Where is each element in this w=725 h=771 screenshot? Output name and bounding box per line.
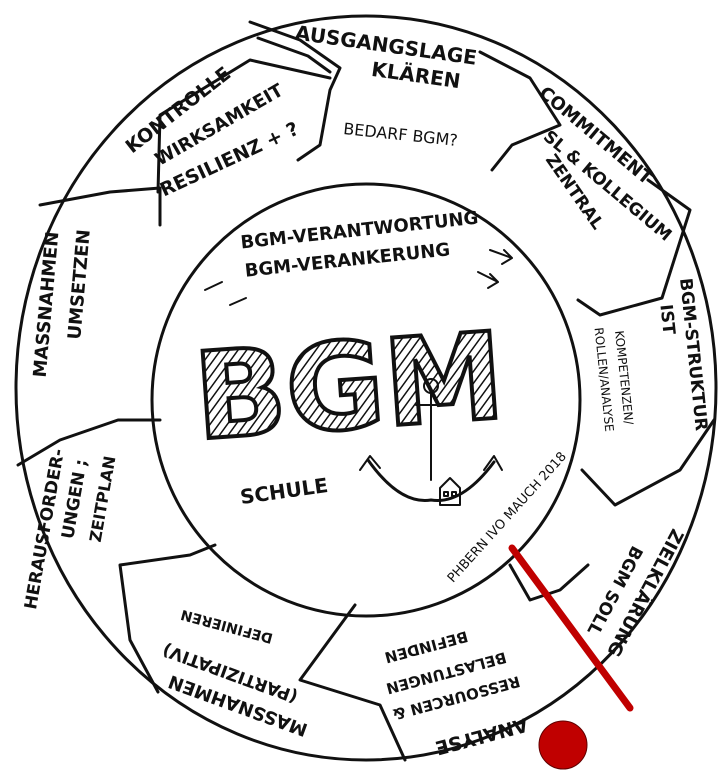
segment-struktur-line2: IST <box>655 303 678 335</box>
diagram-rings <box>14 14 718 762</box>
segment-ausgangslage-note: BEDARF BGM? <box>342 119 458 150</box>
bgm-subtitle: SCHULE <box>239 473 330 509</box>
segment-commitment: COMMITMENT SL & KOLLEGIUM ZENTRAL <box>535 82 675 245</box>
author-credit: PHBERN IVO MAUCH 2018 <box>445 449 570 586</box>
red-marker-line <box>508 544 634 712</box>
verantwortung-dash-icon <box>204 281 223 291</box>
outer-ring <box>14 14 718 762</box>
segment-massnahmen-umsetzen-line1: MASSNAHMEN <box>30 231 64 379</box>
segment-struktur-note1: KOMPETENZEN/ <box>612 330 636 426</box>
segment-struktur-note2: ROLLEN/ANALYSE <box>592 327 617 433</box>
center-lines: BGM-VERANTWORTUNG BGM-VERANKERUNG <box>204 208 513 306</box>
verankerung-dash-icon <box>229 297 247 306</box>
segment-outlines <box>16 20 716 762</box>
inner-ring <box>150 182 582 618</box>
bgm-title: BGM <box>190 307 508 467</box>
school-house-icon <box>439 477 461 506</box>
segment-massnahmen-definieren: MASSNAHMEN (PARTIZIPATIV) DEFINIEREN <box>160 606 310 740</box>
anchor-icon <box>359 378 503 503</box>
segment-analyse-line4: BEFINDEN <box>383 627 470 666</box>
verantwortung-arrow-icon <box>489 249 513 265</box>
bgm-title-group: BGM SCHULE <box>188 305 510 509</box>
segment-analyse-line1: ANALYSE <box>433 713 530 759</box>
segment-kontrolle: KONTROLLE WIRKSAMKEIT RESILIENZ + ? <box>122 63 303 202</box>
segment-zielklaerung: ZIELKLÄRUNG BGM SOLL <box>582 525 688 660</box>
segment-massnahmen-umsetzen-line2: UMSETZEN <box>64 229 95 341</box>
segment-massnahmen-definieren-line3: DEFINIEREN <box>179 606 274 646</box>
red-marker-dot <box>538 720 588 770</box>
segment-analyse: ANALYSE RESSOURCEN & BELASTUNGEN BEFINDE… <box>383 627 530 759</box>
verankerung-arrow-icon <box>477 271 499 289</box>
